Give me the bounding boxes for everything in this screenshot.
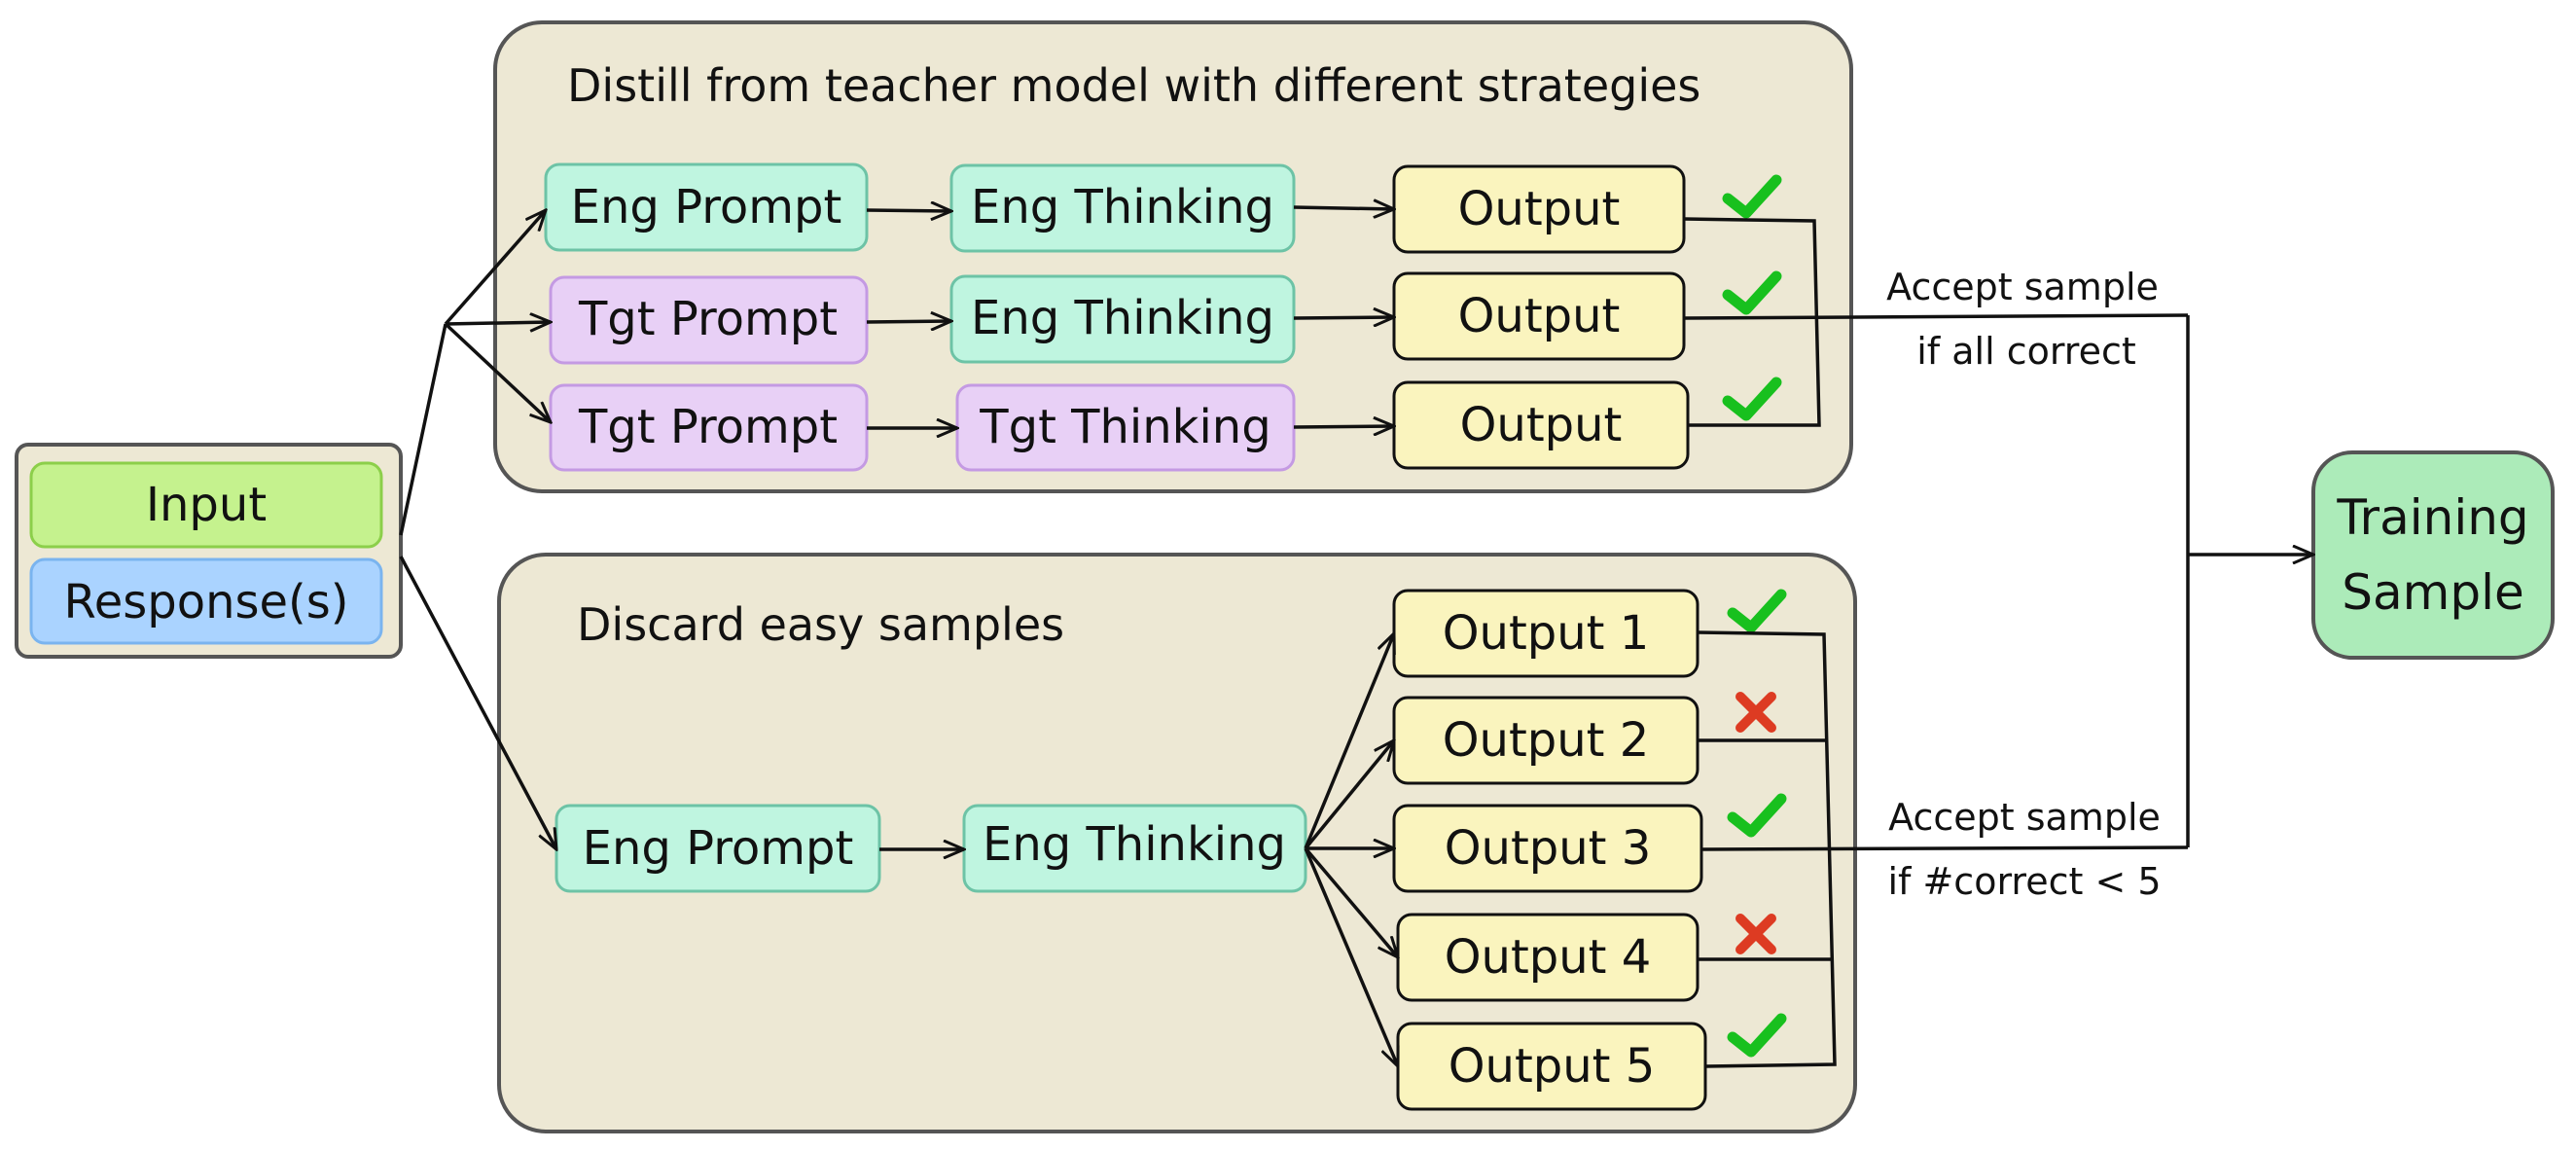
input-to-discard-arrow: [399, 556, 556, 849]
discard-output-1-label: Output 1: [1443, 606, 1650, 661]
distill-row-2-prompt-label: Tgt Prompt: [578, 292, 838, 346]
input-to-branch-line: [399, 323, 447, 536]
thinking-to-output4-arrow: [1304, 846, 1398, 957]
response-box: [29, 557, 383, 645]
row3-thinking-to-output-arrow: [1293, 426, 1394, 427]
training-sample-line1: Training: [2336, 489, 2528, 546]
distill-row-3-prompt-label: Tgt Prompt: [578, 400, 838, 454]
check-icon: [1722, 270, 1782, 315]
distill-panel: [493, 20, 1853, 493]
discard-output-4-label: Output 4: [1445, 930, 1652, 985]
check-icon: [1722, 377, 1782, 421]
discard-prompt-label: Eng Prompt: [583, 821, 854, 876]
discard-output-1: Output 1: [1392, 589, 1787, 678]
distill-row-1: Eng Prompt Eng Thinking Output: [544, 162, 1782, 254]
distill-row-2-output-label: Output: [1458, 289, 1621, 343]
input-box: [29, 461, 383, 549]
row2-thinking-to-output-arrow: [1293, 317, 1394, 318]
thinking-to-output2-arrow: [1304, 740, 1394, 850]
distill-row-2-thinking-label: Eng Thinking: [971, 291, 1274, 345]
row1-thinking-to-output-arrow: [1293, 207, 1394, 209]
input-label: Input: [146, 478, 267, 532]
distill-row-1-prompt-box: [544, 162, 869, 252]
discard-output-5-label: Output 5: [1449, 1039, 1656, 1094]
distill-row-3: Tgt Prompt Tgt Thinking Output: [549, 377, 1782, 472]
distill-row-1-thinking-label: Eng Thinking: [971, 180, 1274, 234]
cross-icon: [1735, 692, 1776, 733]
training-sample-box: [2311, 450, 2555, 660]
distill-panel-title: Distill from teacher model with differen…: [567, 59, 1700, 112]
distill-row-1-output-label: Output: [1458, 182, 1621, 236]
check-icon: [1727, 589, 1787, 633]
distill-output-collector: [1683, 217, 1821, 427]
branch-to-row1-arrow: [444, 210, 546, 326]
discard-output-5: Output 5: [1396, 1013, 1787, 1111]
accept-fewer-line2: if #correct < 5: [1887, 860, 2161, 903]
thinking-to-output1-arrow: [1304, 633, 1394, 849]
response-label: Response(s): [64, 575, 349, 629]
accept-all-line2: if all correct: [1916, 330, 2136, 373]
branch-to-row3-arrow: [444, 322, 551, 422]
check-icon: [1727, 793, 1787, 838]
accept-fewer-line1: Accept sample: [1888, 796, 2161, 839]
discard-thinking-label: Eng Thinking: [983, 817, 1286, 872]
distill-row-2: Tgt Prompt Eng Thinking Output: [549, 270, 1782, 365]
distill-row-3-output-label: Output: [1460, 398, 1623, 452]
connectors: [399, 207, 2313, 1066]
distill-to-merge-line: [1683, 313, 2189, 320]
training-sample-line2: Sample: [2342, 564, 2523, 621]
accept-all-line1: Accept sample: [1886, 266, 2159, 308]
discard-output-4: Output 4: [1396, 913, 1776, 1002]
thinking-to-output5-arrow: [1304, 847, 1400, 1066]
discard-output-2-label: Output 2: [1443, 713, 1650, 768]
branch-to-row2-arrow: [445, 322, 551, 324]
discard-panel-title: Discard easy samples: [577, 598, 1064, 651]
row2-prompt-to-thinking-arrow: [866, 321, 951, 322]
check-icon: [1727, 1013, 1787, 1058]
cross-icon: [1735, 914, 1776, 954]
check-icon: [1722, 174, 1782, 219]
distill-row-3-thinking-label: Tgt Thinking: [979, 400, 1270, 454]
discard-to-merge-line: [1700, 845, 2189, 851]
discard-output-3-label: Output 3: [1445, 821, 1652, 876]
row1-prompt-to-thinking-arrow: [866, 210, 951, 211]
distill-row-1-prompt-label: Eng Prompt: [571, 180, 842, 234]
